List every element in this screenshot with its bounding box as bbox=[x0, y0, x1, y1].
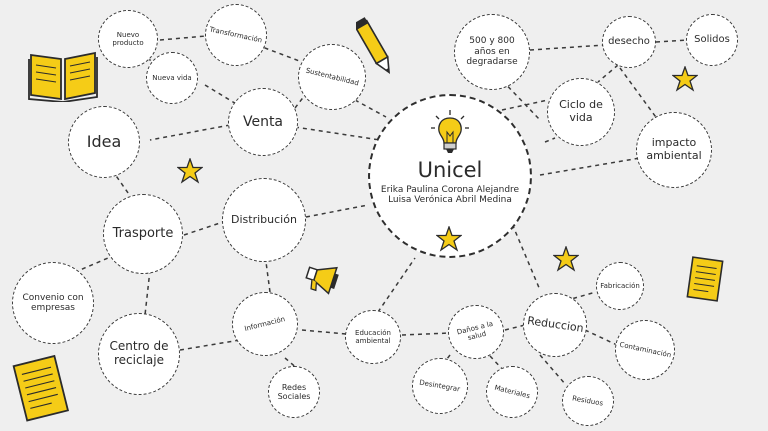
node-redes-sociales[interactable]: Redes Sociales bbox=[268, 366, 320, 418]
connector bbox=[619, 67, 659, 121]
node-distribucion[interactable]: Distribución bbox=[222, 178, 306, 262]
connector bbox=[377, 257, 416, 313]
connector bbox=[539, 157, 641, 176]
connector bbox=[301, 329, 347, 335]
star-icon bbox=[553, 246, 579, 272]
megaphone-icon bbox=[305, 266, 339, 295]
connector bbox=[294, 126, 381, 141]
node-solidos[interactable]: Solidos bbox=[686, 14, 738, 66]
node-label: Desintegrar bbox=[418, 378, 462, 394]
node-label: Redes Sociales bbox=[277, 382, 311, 401]
node-convenio[interactable]: Convenio con empresas bbox=[12, 262, 94, 344]
lightbulb-icon bbox=[431, 110, 469, 153]
node-anos-degradarse[interactable]: 500 y 800 años en degradarse bbox=[454, 14, 530, 90]
star-icon bbox=[436, 226, 462, 252]
connector bbox=[539, 354, 567, 386]
node-label: Distribución bbox=[231, 212, 297, 226]
connector bbox=[305, 204, 369, 218]
node-sustentabilidad[interactable]: Sustentabilidad bbox=[298, 44, 366, 110]
authors-line-2: Luisa Verónica Abril Medina bbox=[388, 195, 512, 206]
node-fabricacion[interactable]: Fabricación bbox=[596, 262, 644, 310]
connector bbox=[79, 254, 116, 271]
connector bbox=[204, 84, 239, 106]
connector bbox=[179, 339, 241, 351]
node-label: Sustentabilidad bbox=[304, 66, 360, 88]
node-label: Residuos bbox=[571, 394, 605, 408]
connector bbox=[597, 64, 619, 83]
connector bbox=[354, 99, 387, 118]
node-label: desecho bbox=[608, 36, 650, 48]
node-impacto-ambiental[interactable]: impacto ambiental bbox=[636, 112, 712, 188]
connector bbox=[655, 39, 689, 43]
node-residuos[interactable]: Residuos bbox=[562, 376, 614, 426]
node-reduccion[interactable]: Reduccion bbox=[523, 293, 587, 357]
node-label: Ciclo de vida bbox=[559, 98, 603, 124]
connector bbox=[149, 124, 231, 141]
node-label: Daños a la salud bbox=[456, 319, 494, 343]
node-ciclo-vida[interactable]: Ciclo de vida bbox=[547, 78, 615, 146]
node-danos-salud[interactable]: Daños a la salud bbox=[448, 305, 504, 359]
pencil-icon bbox=[356, 17, 391, 75]
note-paper-icon bbox=[686, 256, 724, 302]
node-trasporte[interactable]: Trasporte bbox=[103, 194, 183, 274]
connector bbox=[584, 329, 618, 346]
authors-line-1: Erika Paulina Corona Alejandre bbox=[380, 185, 520, 196]
node-label: Fabricación bbox=[600, 281, 640, 290]
node-label: 500 y 800 años en degradarse bbox=[466, 36, 518, 68]
connector bbox=[294, 94, 306, 109]
node-label: Información bbox=[243, 315, 287, 333]
note-paper-icon bbox=[12, 354, 70, 422]
node-idea[interactable]: Idea bbox=[68, 106, 140, 178]
connector bbox=[256, 44, 311, 66]
book-icon bbox=[28, 51, 98, 102]
connector bbox=[401, 332, 451, 336]
connector bbox=[111, 169, 134, 201]
connector bbox=[544, 137, 556, 143]
connector bbox=[144, 269, 151, 316]
center-title: Unicel bbox=[417, 158, 483, 182]
connector bbox=[183, 221, 224, 236]
node-label: Reduccion bbox=[526, 313, 585, 335]
connector bbox=[504, 324, 526, 331]
node-contaminacion[interactable]: Contaminación bbox=[615, 320, 675, 380]
node-label: Trasporte bbox=[112, 225, 174, 241]
node-educacion-ambiental[interactable]: Educación ambiental bbox=[345, 310, 401, 364]
node-venta[interactable]: Venta bbox=[228, 88, 298, 156]
node-nueva-vida[interactable]: Nueva vida bbox=[146, 52, 198, 104]
node-transformacion[interactable]: Transformación bbox=[205, 4, 267, 66]
node-informacion[interactable]: Información bbox=[232, 292, 298, 356]
node-label: Venta bbox=[242, 113, 284, 130]
connector bbox=[265, 261, 271, 293]
node-label: impacto ambiental bbox=[646, 136, 702, 162]
node-desecho[interactable]: desecho bbox=[602, 16, 656, 68]
star-icon bbox=[672, 66, 698, 92]
star-icon bbox=[177, 158, 203, 184]
node-nuevo-producto[interactable]: Nuevo producto bbox=[98, 10, 158, 68]
node-materiales[interactable]: Materiales bbox=[486, 366, 538, 418]
node-label: Contaminación bbox=[618, 340, 672, 360]
connector bbox=[529, 44, 606, 51]
node-label: Convenio con empresas bbox=[22, 292, 84, 313]
node-label: Idea bbox=[86, 131, 122, 151]
connector bbox=[159, 35, 207, 41]
node-centro-reciclaje[interactable]: Centro de reciclaje bbox=[98, 313, 180, 395]
node-label: Transformación bbox=[208, 25, 264, 45]
node-label: Centro de reciclaje bbox=[109, 339, 169, 367]
node-label: Educación ambiental bbox=[355, 328, 391, 345]
node-label: Nueva vida bbox=[152, 73, 192, 82]
node-label: Solidos bbox=[694, 34, 730, 46]
node-label: Materiales bbox=[493, 383, 531, 401]
node-desintegrar[interactable]: Desintegrar bbox=[412, 358, 468, 414]
node-label: Nuevo producto bbox=[112, 30, 144, 47]
